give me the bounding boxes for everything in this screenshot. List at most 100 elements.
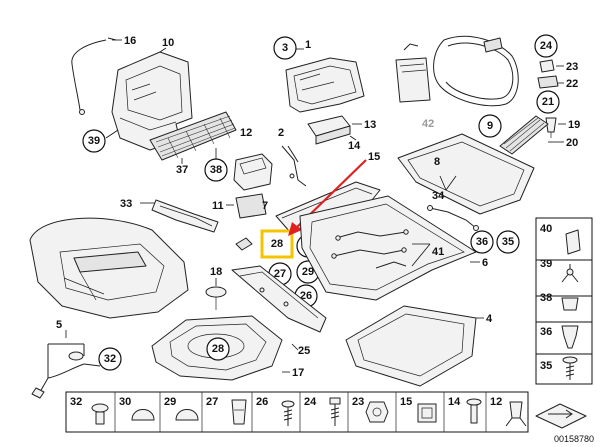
side-38: 38 [540,292,552,304]
callout-35: 35 [502,236,514,248]
callout-28-tub: 28 [212,343,224,355]
clip-39-icon [561,264,579,283]
trunk-side-trim [285,57,365,113]
screw-26-icon [281,400,295,426]
callout-circle-28-tub: 28 [206,337,230,361]
callout-37: 37 [176,164,188,176]
strip-27: 27 [206,396,218,408]
callout-circle-39: 39 [82,129,119,153]
clip-12-icon [505,401,527,427]
callout-14: 14 [348,140,361,152]
callout-24: 24 [540,40,553,52]
callout-2: 2 [278,127,284,139]
cap-30-icon [131,409,155,421]
plug-18 [205,286,227,310]
strip-32: 32 [70,396,82,408]
clip-38-icon [561,297,579,311]
callout-circle-36: 36 [470,230,494,254]
callout-22: 22 [566,78,578,90]
callout-8: 8 [434,156,440,168]
callout-33: 33 [120,198,132,210]
callout-42: 42 [422,118,434,130]
callout-25: 25 [298,345,310,357]
callout-9: 9 [487,120,493,132]
callout-17: 17 [292,367,304,379]
side-35: 35 [540,360,552,372]
floor-board-4 [345,305,477,387]
strip-29: 30 [119,396,131,408]
clip-22 [537,75,559,89]
callout-circle-9: 9 [478,114,502,138]
strip-23: 23 [352,396,364,408]
callout-13: 13 [364,119,376,131]
bracket-40-icon [565,229,581,255]
storage-box [233,153,273,191]
sill-trim-25 [231,265,327,333]
callout-36: 36 [476,236,488,248]
vent-grille [499,115,549,155]
strip-29b: 29 [164,396,176,408]
side-39: 39 [540,258,552,270]
callout-21: 21 [542,96,554,108]
clip-36-icon [561,325,579,349]
tie-down-straps-41 [331,229,409,269]
callout-circle-32: 32 [98,347,122,371]
bracket-33 [151,199,219,233]
callout-15: 15 [368,151,380,163]
trunk-floor-panel [299,195,477,301]
nut-23-icon [365,401,389,423]
clip-27-icon [231,399,247,425]
callout-32: 32 [104,353,116,365]
clip-23 [539,59,555,73]
storage-bag [395,43,431,103]
strip-12: 12 [490,396,502,408]
callout-7: 7 [262,200,268,212]
callout-3: 3 [282,42,288,54]
callout-26: 26 [300,290,312,302]
callout-39: 39 [88,135,100,147]
callout-38: 38 [210,164,222,176]
callout-28: 28 [271,238,283,250]
strap-34 [427,205,479,231]
diagram-id: 00158780 [554,434,594,444]
strip-14: 14 [448,396,461,408]
callout-10: 10 [162,37,174,49]
callout-41: 41 [432,246,444,258]
strap-loop [433,35,519,107]
callout-23: 23 [566,61,578,73]
callout-1: 1 [305,39,311,51]
callout-12: 12 [240,127,252,139]
release-cable [31,343,101,399]
callout-19: 19 [568,119,580,131]
callout-20: 20 [566,137,578,149]
callout-11: 11 [212,200,224,212]
callout-circle-24: 24 [534,34,558,58]
strip-end-arrow-icon [535,403,587,429]
strip-15: 15 [400,396,412,408]
push-pin-19 [545,117,557,138]
callout-circle-38: 38 [204,148,228,182]
strip-26: 26 [256,396,268,408]
callout-circle-3: 3 [273,36,297,60]
callout-circle-35: 35 [496,230,520,254]
clip-15-icon [417,403,437,423]
card-11 [235,193,267,219]
side-36: 36 [540,326,552,338]
side-40: 40 [540,223,552,235]
strip-24: 24 [304,396,317,408]
highlight-28: 28 [260,229,294,259]
callout-5: 5 [56,319,62,331]
callout-circle-21: 21 [536,90,560,114]
callout-34: 34 [432,190,445,202]
callout-27: 27 [274,268,286,280]
callout-4: 4 [486,313,493,325]
label-28-part [235,237,253,251]
cap-29-icon [175,409,199,421]
trunk-lid-liner [29,217,189,319]
screw-35-icon [562,356,578,380]
cable-harness [71,37,117,115]
callout-29: 29 [302,266,314,278]
callout-16: 16 [124,35,136,47]
pin-14-icon [466,398,482,424]
